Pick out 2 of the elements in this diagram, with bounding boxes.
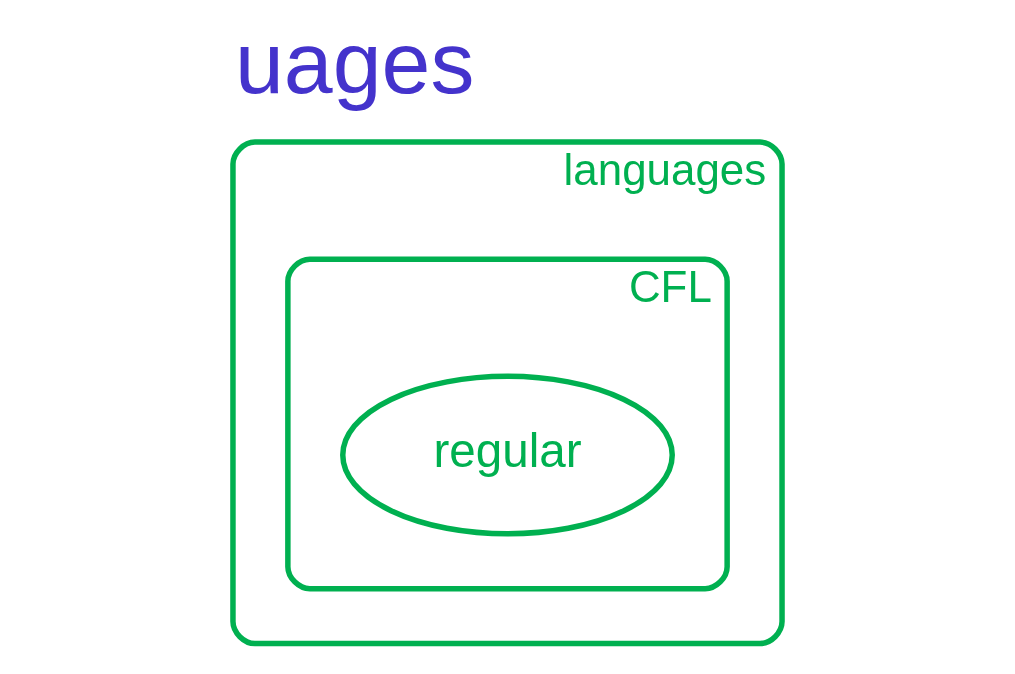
- diagram-title: uages: [235, 13, 475, 113]
- node-ellipse: regular: [340, 373, 675, 537]
